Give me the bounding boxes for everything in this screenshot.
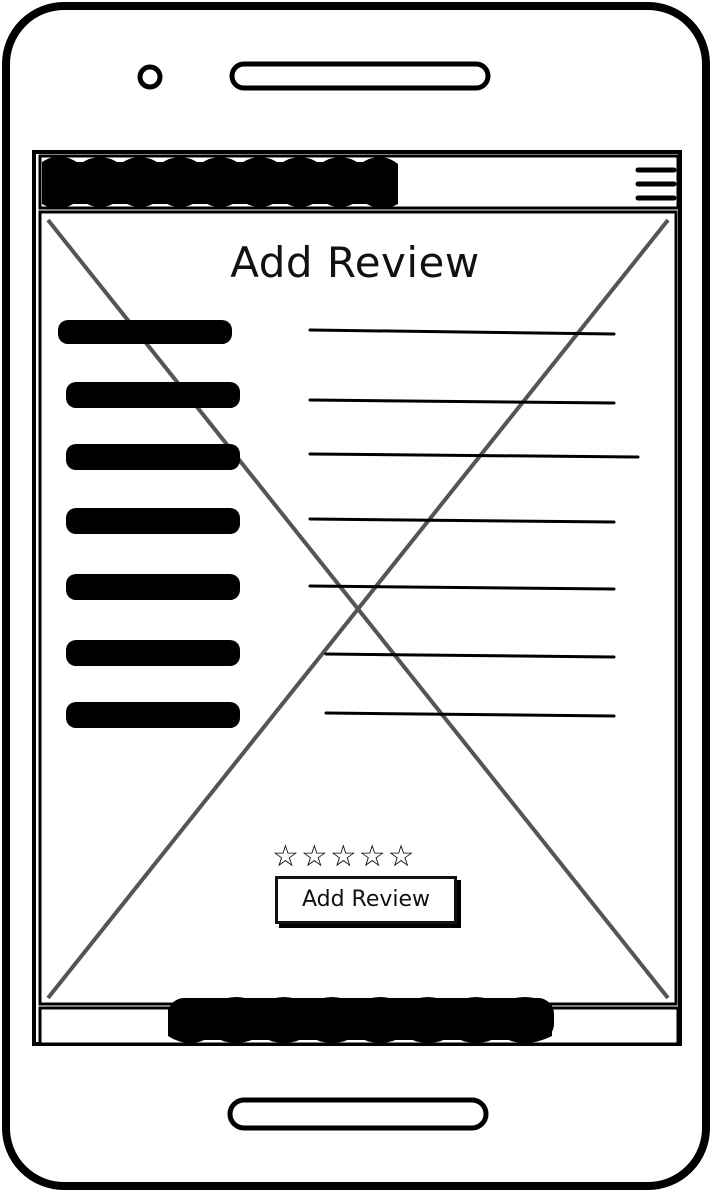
star-4-icon[interactable]: ☆ (358, 839, 386, 874)
field-label-7 (66, 702, 240, 728)
field-input-lines[interactable] (308, 328, 640, 718)
star-3-icon[interactable]: ☆ (329, 839, 357, 874)
hamburger-menu-icon[interactable] (635, 167, 677, 201)
speaker-slot (229, 61, 491, 91)
header-title-scribble (42, 156, 398, 209)
field-input-7[interactable] (324, 711, 616, 718)
field-input-1[interactable] (308, 328, 616, 336)
field-input-5[interactable] (308, 584, 616, 591)
camera-dot (137, 64, 163, 90)
field-label-3 (66, 444, 240, 470)
star-rating[interactable]: ☆ ☆ ☆ ☆ ☆ (272, 842, 442, 874)
star-1-icon[interactable]: ☆ (272, 839, 299, 874)
field-input-6[interactable] (324, 652, 616, 659)
placeholder-cross-line-2 (46, 218, 670, 1000)
field-label-1 (58, 320, 232, 344)
page-title: Add Review (230, 238, 480, 287)
field-label-4 (66, 508, 240, 534)
field-input-3[interactable] (308, 452, 640, 459)
star-5-icon[interactable]: ☆ (387, 839, 415, 874)
field-label-6 (66, 640, 240, 666)
field-label-2 (66, 382, 240, 408)
field-input-4[interactable] (308, 517, 616, 524)
add-review-button[interactable]: Add Review (275, 876, 457, 924)
field-label-5 (66, 574, 240, 600)
star-2-icon[interactable]: ☆ (300, 839, 328, 874)
footer-scribble (168, 997, 554, 1043)
field-label-scribbles (58, 320, 240, 728)
home-button[interactable] (227, 1097, 489, 1131)
field-input-2[interactable] (308, 398, 616, 405)
